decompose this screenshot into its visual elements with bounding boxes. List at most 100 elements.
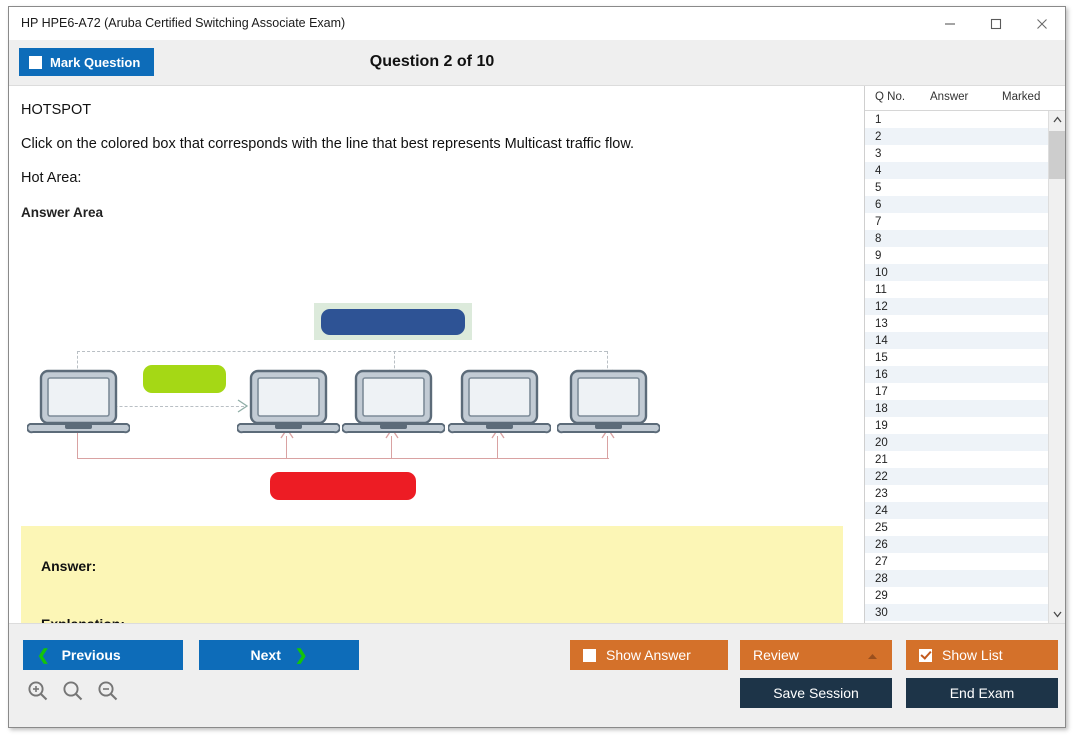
question-list-scrollbar[interactable] [1048,111,1065,623]
table-row[interactable]: 9 [865,247,1048,264]
zoom-out-icon[interactable] [97,680,118,706]
table-row[interactable]: 16 [865,366,1048,383]
cell-qno: 28 [875,572,888,585]
table-row[interactable]: 26 [865,536,1048,553]
table-row[interactable]: 2 [865,128,1048,145]
table-row[interactable]: 3 [865,145,1048,162]
table-row[interactable]: 27 [865,553,1048,570]
table-row[interactable]: 22 [865,468,1048,485]
maximize-icon[interactable] [973,7,1019,40]
cell-qno: 2 [875,130,882,143]
table-row[interactable]: 18 [865,400,1048,417]
title-bar: HP HPE6-A72 (Aruba Certified Switching A… [9,7,1065,40]
multicast-bus-line [77,458,609,460]
window-controls [927,7,1065,40]
cell-qno: 9 [875,249,882,262]
red-box-frame [264,466,422,506]
multicast-riser-5 [607,436,609,459]
cell-qno: 23 [875,487,888,500]
cell-qno: 6 [875,198,882,211]
table-row[interactable]: 13 [865,315,1048,332]
unicast-dashed-line [79,406,244,407]
table-row[interactable]: 30 [865,604,1048,621]
save-session-label: Save Session [773,685,859,701]
review-dropdown[interactable]: Review [740,640,892,670]
green-box-hotspot[interactable] [143,365,226,393]
column-header-answer: Answer [930,91,969,103]
zoom-in-icon[interactable] [27,680,48,706]
cell-qno: 11 [875,283,887,296]
table-row[interactable]: 21 [865,451,1048,468]
scroll-up-arrow-icon[interactable] [1049,111,1065,128]
table-row[interactable]: 17 [865,383,1048,400]
review-label: Review [753,647,799,663]
table-row[interactable]: 7 [865,213,1048,230]
show-list-checkbox-icon[interactable] [919,648,932,662]
table-row[interactable]: 4 [865,162,1048,179]
multicast-riser-2 [286,436,288,459]
explanation-label: Explanation: [41,616,125,623]
table-row[interactable]: 14 [865,332,1048,349]
table-row[interactable]: 12 [865,298,1048,315]
mark-question-checkbox-icon[interactable] [29,55,42,69]
cell-qno: 20 [875,436,888,449]
show-answer-button[interactable]: Show Answer [570,640,728,670]
cell-qno: 16 [875,368,888,381]
chevron-right-icon: ❯ [294,647,308,664]
red-box-hotspot[interactable] [270,472,416,500]
column-header-marked: Marked [1002,91,1041,103]
answer-area-label: Answer Area [21,205,104,220]
zoom-reset-icon[interactable] [62,680,83,706]
table-row[interactable]: 29 [865,587,1048,604]
show-answer-checkbox-icon[interactable] [583,648,596,662]
scroll-down-arrow-icon[interactable] [1049,606,1065,623]
mark-question-label: Mark Question [50,54,141,70]
table-row[interactable]: 24 [865,502,1048,519]
close-icon[interactable] [1019,7,1065,40]
save-session-button[interactable]: Save Session [740,678,892,708]
cell-qno: 24 [875,504,888,517]
table-row[interactable]: 28 [865,570,1048,587]
window-title: HP HPE6-A72 (Aruba Certified Switching A… [21,16,346,30]
cell-qno: 10 [875,266,888,279]
next-button[interactable]: Next ❯ [199,640,359,670]
table-row[interactable]: 6 [865,196,1048,213]
question-prompt: Click on the colored box that correspond… [21,136,635,152]
table-row[interactable]: 15 [865,349,1048,366]
question-header-bar: Mark Question Question 2 of 10 [9,40,1065,86]
broadcast-dashed-mid-drop [394,351,395,373]
show-list-button[interactable]: Show List [906,640,1058,670]
cell-qno: 1 [875,113,882,126]
table-row[interactable]: 20 [865,434,1048,451]
table-row[interactable]: 19 [865,417,1048,434]
laptop-icon-3 [341,369,446,437]
table-row[interactable]: 1 [865,111,1048,128]
blue-box-hotspot[interactable] [321,309,465,335]
cell-qno: 27 [875,555,888,568]
cell-qno: 30 [875,606,888,619]
end-exam-button[interactable]: End Exam [906,678,1058,708]
hot-area-label: Hot Area: [21,170,82,186]
table-row[interactable]: 25 [865,519,1048,536]
table-row[interactable]: 23 [865,485,1048,502]
scrollbar-thumb[interactable] [1049,131,1065,179]
page-title: Question 2 of 10 [369,53,495,70]
cell-qno: 13 [875,317,888,330]
previous-label: Previous [61,647,121,663]
table-row[interactable]: 5 [865,179,1048,196]
green-box-frame [137,359,232,399]
column-header-qno: Q No. [875,91,906,103]
show-list-label: Show List [942,647,1003,663]
table-row[interactable]: 8 [865,230,1048,247]
cell-qno: 15 [875,351,888,364]
mark-question-button[interactable]: Mark Question [19,48,155,76]
cell-qno: 14 [875,334,888,347]
previous-button[interactable]: ❮ Previous [23,640,183,670]
cell-qno: 29 [875,589,888,602]
table-row[interactable]: 11 [865,281,1048,298]
table-row[interactable]: 10 [865,264,1048,281]
cell-qno: 21 [875,453,888,466]
minimize-icon[interactable] [927,7,973,40]
show-answer-label: Show Answer [606,647,691,663]
